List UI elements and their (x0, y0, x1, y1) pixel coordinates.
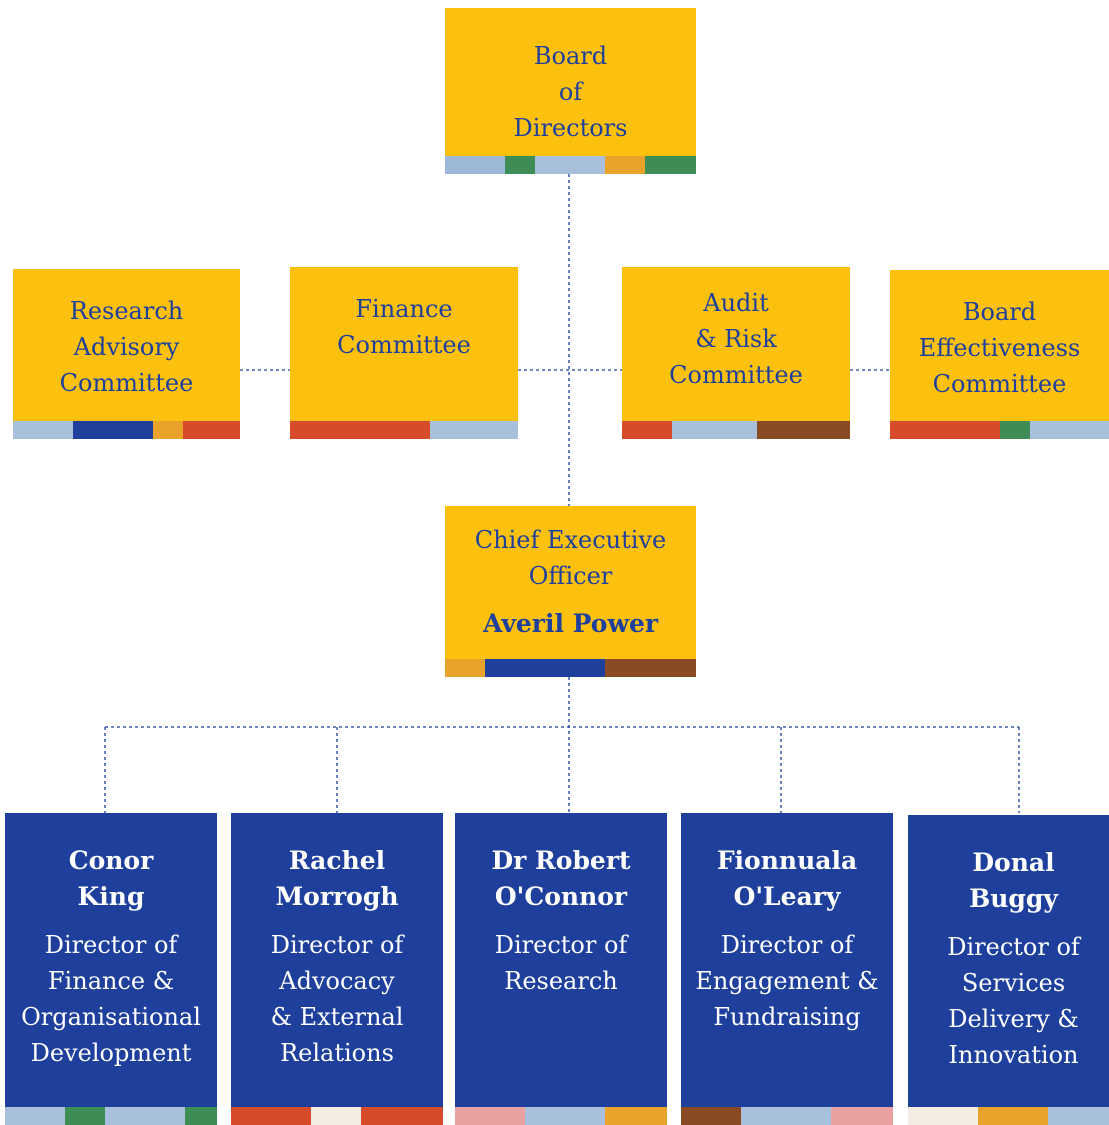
decorative-strip (622, 421, 850, 439)
board-line-2: of (558, 78, 583, 106)
director-1-role-line-2: Finance & (47, 967, 175, 995)
ceo-name: Averil Power (482, 609, 659, 638)
director-2-role-line-3: & External (270, 1003, 404, 1031)
research-advisory-committee-box: Research Advisory Committee (13, 269, 240, 439)
director-1-name-line-1: Conor (68, 846, 154, 875)
decorative-strip (5, 1107, 217, 1125)
director-3-name-line-1: Dr Robert (491, 846, 631, 875)
finance-committee-box: Finance Committee (290, 267, 518, 439)
ceo-box: Chief Executive Officer Averil Power (445, 506, 696, 677)
director-2-role-line-4: Relations (280, 1039, 394, 1067)
director-2-role-line-2: Advocacy (279, 967, 395, 995)
board-of-directors-box: Board of Directors (445, 8, 696, 174)
committee-3-line-3: Committee (669, 361, 803, 389)
board-line-1: Board (533, 42, 608, 70)
decorative-strip (13, 421, 240, 439)
committee-1-line-1: Research (69, 297, 184, 325)
director-box-fionnuala-oleary: Fionnuala O'Leary Director of Engagement… (681, 813, 893, 1125)
director-4-name-line-1: Fionnuala (716, 846, 858, 875)
director-4-role-line-3: Fundraising (713, 1003, 861, 1031)
decorative-strip (231, 1107, 443, 1125)
director-1-role-line-3: Organisational (21, 1003, 201, 1031)
decorative-strip (445, 156, 696, 174)
committee-1-line-3: Committee (59, 369, 194, 397)
director-box-conor-king: Conor King Director of Finance & Organis… (5, 813, 217, 1125)
committee-3-line-2: & Risk (695, 325, 777, 353)
director-3-role-line-1: Director of (494, 931, 628, 959)
director-5-role-line-1: Director of (947, 933, 1080, 961)
decorative-strip (681, 1107, 893, 1125)
committee-2-line-1: Finance (355, 295, 453, 323)
director-1-role-line-1: Director of (44, 931, 178, 959)
director-box-donal-buggy: Donal Buggy Director of Services Deliver… (908, 815, 1109, 1125)
board-effectiveness-committee-box: Board Effectiveness Committee (890, 270, 1109, 439)
director-1-name-line-2: King (77, 882, 145, 911)
director-1-role-line-4: Development (30, 1039, 192, 1067)
committee-2-line-2: Committee (337, 331, 471, 359)
director-4-role-line-1: Director of (720, 931, 854, 959)
director-2-name-line-1: Rachel (288, 846, 386, 875)
decorative-strip (908, 1107, 1109, 1125)
director-4-role-line-2: Engagement & (695, 967, 879, 995)
director-3-role-line-2: Research (504, 967, 618, 995)
audit-risk-committee-box: Audit & Risk Committee (622, 267, 850, 439)
director-4-name-line-2: O'Leary (733, 882, 841, 911)
ceo-title-line-2: Officer (528, 562, 613, 590)
director-5-role-line-2: Services (961, 969, 1066, 997)
decorative-strip (445, 659, 696, 677)
decorative-strip (890, 421, 1109, 439)
committee-4-line-2: Effectiveness (918, 334, 1081, 362)
committee-1-line-2: Advisory (73, 333, 180, 361)
director-box-rachel-morrogh: Rachel Morrogh Director of Advocacy & Ex… (231, 813, 443, 1125)
committee-4-line-3: Committee (932, 370, 1067, 398)
committee-4-line-1: Board (962, 298, 1037, 326)
committee-3-line-1: Audit (703, 289, 769, 317)
director-3-name-line-2: O'Connor (494, 882, 628, 911)
director-5-role-line-3: Delivery & (948, 1005, 1079, 1033)
director-5-role-line-4: Innovation (948, 1041, 1079, 1069)
decorative-strip (290, 421, 518, 439)
director-box-robert-oconnor: Dr Robert O'Connor Director of Research (455, 813, 667, 1125)
director-5-name-line-1: Donal (972, 848, 1055, 877)
director-5-name-line-2: Buggy (969, 884, 1058, 913)
director-2-name-line-2: Morrogh (275, 882, 399, 911)
decorative-strip (455, 1107, 667, 1125)
director-2-role-line-1: Director of (270, 931, 404, 959)
board-line-3: Directors (513, 114, 628, 142)
ceo-title-line-1: Chief Executive (474, 526, 667, 554)
